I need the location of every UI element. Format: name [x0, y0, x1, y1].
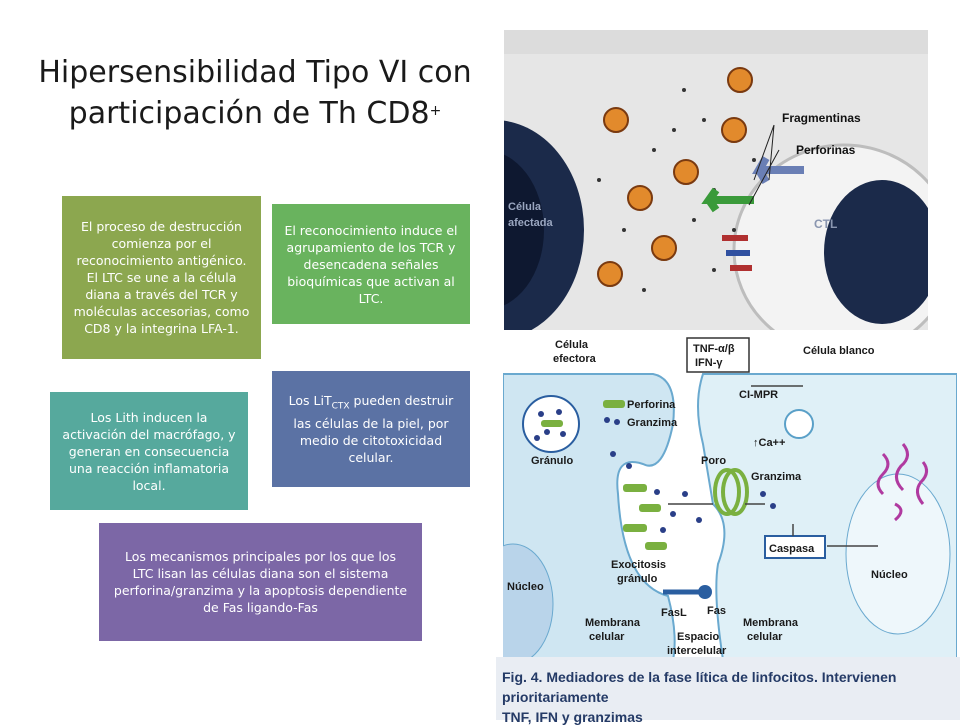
label-exocitosis-1: Exocitosis: [611, 559, 666, 571]
title-superscript: +: [429, 103, 442, 119]
label-granzima: Granzima: [627, 417, 678, 429]
label-membrana-left-1: Membrana: [585, 617, 641, 629]
label-perforina: Perforina: [627, 399, 676, 411]
caption-line-2: TNF, IFN y granzimas: [502, 709, 643, 725]
box-tcr-grouping: El reconocimiento induce el agrupamiento…: [272, 204, 470, 324]
label-espacio-1: Espacio: [677, 631, 719, 643]
box-tcr-grouping-text: El reconocimiento induce el agrupamiento…: [284, 222, 458, 306]
label-exocitosis-2: gránulo: [617, 573, 658, 585]
figure-ctl-attack: Fragmentinas Perforinas Célula afectada …: [504, 30, 928, 330]
box-litctx-text: Los LiTCTX pueden destruir las células d…: [280, 392, 462, 467]
label-celula-efectora-2: efectora: [553, 353, 597, 365]
label-ctl: CTL: [814, 217, 837, 231]
box-litctx: Los LiTCTX pueden destruir las células d…: [272, 371, 470, 487]
box-recognition-start: El proceso de destrucción comienza por e…: [62, 196, 261, 359]
label-poro: Poro: [701, 455, 726, 467]
label-fragmentinas: Fragmentinas: [782, 111, 861, 125]
label-membrana-left-2: celular: [589, 631, 625, 643]
caspasa-box: [764, 535, 826, 559]
box-mechanisms-text: Los mecanismos principales por los que l…: [113, 549, 408, 615]
label-celula-blanco: Célula blanco: [803, 345, 875, 357]
figure-lytic-mediators: Célula efectora TNF-α/β IFN-γ Célula bla…: [503, 334, 957, 660]
pore: [713, 468, 749, 516]
label-cimpr: CI-MPR: [739, 389, 778, 401]
label-fas: Fas: [707, 605, 726, 617]
label-tnf: TNF-α/β: [693, 343, 735, 355]
box-lith-macrophage: Los Lith inducen la activación del macró…: [50, 392, 248, 510]
label-celula: Célula: [508, 201, 542, 213]
label-membrana-right-1: Membrana: [743, 617, 799, 629]
fragmentin-particles: [597, 67, 753, 287]
label-membrana-right-2: celular: [747, 631, 783, 643]
label-nucleo-left: Núcleo: [507, 581, 544, 593]
box-recognition-start-text: El proceso de destrucción comienza por e…: [73, 219, 250, 336]
figure-caption: Fig. 4. Mediadores de la fase lítica de …: [496, 657, 960, 725]
title-line-2: participación de Th CD8: [68, 96, 430, 131]
litctx-sub: CTX: [331, 401, 350, 412]
box-lith-macrophage-text: Los Lith inducen la activación del macró…: [62, 409, 236, 493]
caption-line-1: Fig. 4. Mediadores de la fase lítica de …: [502, 669, 897, 705]
box-mechanisms: Los mecanismos principales por los que l…: [99, 523, 422, 641]
left-nucleus: [503, 543, 554, 660]
label-granulo: Gránulo: [531, 455, 573, 467]
dna-fragments: [876, 443, 928, 522]
litctx-post: pueden destruir las células de la piel, …: [293, 392, 454, 466]
tnf-ifn-box: [686, 337, 750, 373]
label-caspasa: Caspasa: [769, 543, 815, 555]
label-granzima-2: Granzima: [751, 471, 802, 483]
slide-title: Hipersensibilidad Tipo VI con participac…: [20, 52, 490, 134]
calcium-signal: [784, 409, 814, 439]
title-line-1: Hipersensibilidad Tipo VI con: [38, 55, 472, 90]
label-ifn: IFN-γ: [695, 357, 723, 369]
right-nucleus: [845, 473, 951, 635]
label-afectada: afectada: [508, 217, 554, 229]
label-perforinas: Perforinas: [796, 143, 856, 157]
label-fasl: FasL: [661, 607, 687, 619]
label-espacio-2: intercelular: [667, 645, 727, 657]
label-nucleo-right: Núcleo: [871, 569, 908, 581]
ctl-receptors: [722, 235, 752, 271]
label-celula-efectora-1: Célula: [555, 339, 589, 351]
litctx-pre: Los LiT: [288, 392, 332, 408]
label-ca: ↑Ca++: [753, 437, 785, 449]
